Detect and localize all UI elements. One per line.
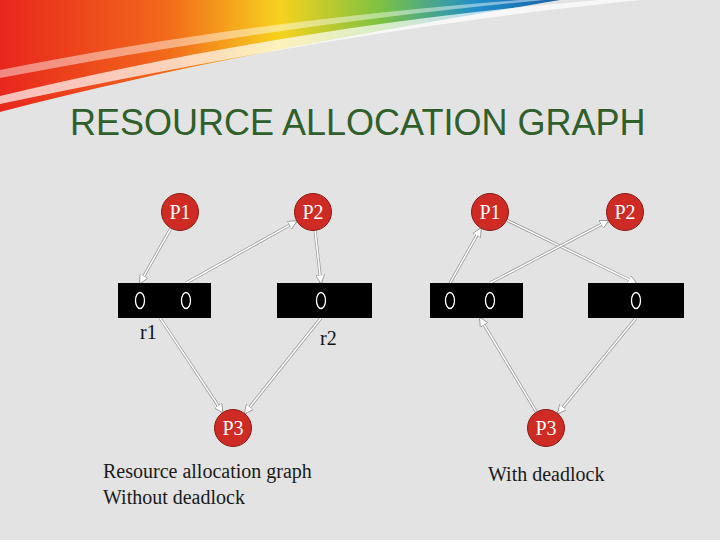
edge-line [315, 231, 321, 283]
request-edge [480, 318, 536, 412]
instance-dot [182, 293, 191, 309]
resource-box [430, 283, 523, 318]
edge-line [507, 220, 636, 283]
process-circle: P1 [471, 193, 509, 231]
edge-outline [480, 318, 536, 412]
graph-caption: With deadlock [488, 461, 688, 487]
edge-line [558, 318, 636, 413]
request-edge [245, 318, 321, 413]
process-name: P2 [302, 202, 323, 222]
process-circle: P3 [527, 409, 565, 447]
instance-dot [317, 293, 326, 309]
request-edge [507, 220, 636, 283]
instance-dot [486, 293, 495, 309]
edge-outline [490, 221, 608, 283]
resource-instances [277, 283, 372, 318]
process-name: P1 [169, 202, 190, 222]
resource-box: r2 [277, 283, 372, 318]
edge-outline [140, 229, 171, 283]
process-circle: P3 [214, 409, 252, 447]
edge-line [480, 318, 536, 412]
resource-instances [118, 283, 211, 318]
process-circle: P2 [294, 193, 332, 231]
edge-line [450, 229, 481, 283]
edge-outline [558, 318, 636, 413]
request-edge [450, 229, 481, 283]
edge-outline [315, 231, 321, 283]
resource-name: r1 [138, 322, 159, 342]
edge-outline [507, 220, 636, 283]
edge-outline [186, 221, 296, 283]
resource-instances [588, 283, 684, 318]
edge-outline [160, 318, 222, 412]
request-edge [490, 221, 608, 283]
edge-line [140, 229, 171, 283]
instance-dot [136, 293, 145, 309]
process-name: P3 [222, 418, 243, 438]
graph-caption: Resource allocation graph Without deadlo… [103, 458, 365, 510]
resource-name: r2 [318, 328, 339, 348]
request-edge [160, 318, 222, 412]
slide-title: RESOURCE ALLOCATION GRAPH [70, 102, 645, 144]
resource-box: r1 [118, 283, 211, 318]
edge-outline [245, 318, 321, 413]
request-edge [186, 221, 296, 283]
request-edge [315, 231, 321, 283]
instance-dot [446, 293, 455, 309]
edge-line [490, 221, 608, 283]
process-name: P3 [535, 418, 556, 438]
edge-line [186, 221, 296, 283]
edge-line [160, 318, 222, 412]
process-circle: P1 [161, 193, 199, 231]
process-name: P1 [479, 202, 500, 222]
edge-outline [450, 229, 481, 283]
instance-dot [632, 293, 641, 309]
process-circle: P2 [606, 193, 644, 231]
resource-instances [430, 283, 523, 318]
resource-box [588, 283, 684, 318]
request-edge [558, 318, 636, 413]
request-edge [140, 229, 171, 283]
process-name: P2 [614, 202, 635, 222]
edge-line [245, 318, 321, 413]
